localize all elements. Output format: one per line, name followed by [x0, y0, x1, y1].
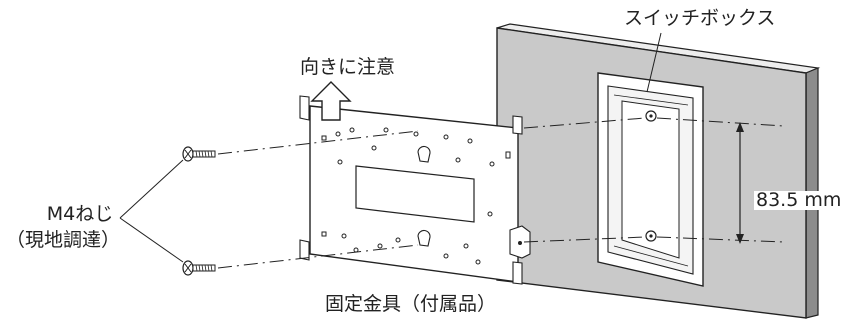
screw-label: M4ねじ: [46, 203, 114, 225]
screw-top: [182, 146, 216, 162]
switchbox-leader: [646, 32, 662, 93]
screw-leader-top: [119, 159, 184, 219]
dimension-label: 83.5 mm: [754, 189, 844, 211]
dimension-arrow: [736, 122, 744, 244]
switch-box-label: スイッチボックス: [624, 7, 776, 29]
screw-note-label: （現地調達）: [6, 229, 121, 251]
orientation-arrow: [310, 81, 352, 121]
orientation-caution-label: 向きに注意: [300, 56, 396, 78]
screw-leader-bottom: [119, 217, 184, 263]
alignment-lines: [217, 117, 785, 269]
switch-box: [597, 72, 704, 287]
mounting-bracket: [299, 95, 531, 285]
bracket-label: 固定金具（付属品）: [325, 293, 497, 315]
screw-bottom: [182, 260, 216, 276]
